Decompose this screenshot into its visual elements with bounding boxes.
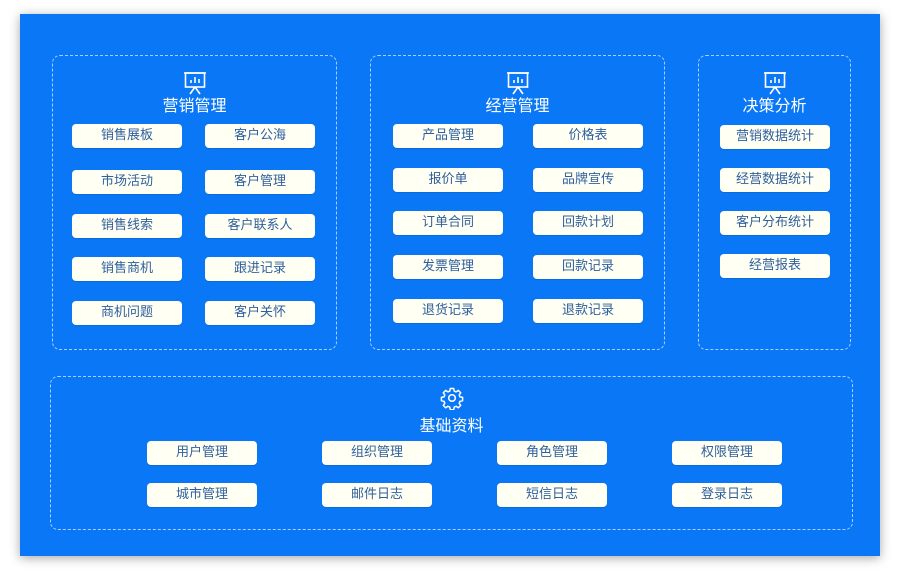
decision-panel: 决策分析 营销数据统计 经营数据统计 客户分布统计 经营报表 [698,55,851,350]
marketing-item[interactable]: 客户管理 [205,170,315,194]
operations-item[interactable]: 价格表 [533,124,643,148]
operations-item[interactable]: 回款记录 [533,255,643,279]
basics-item[interactable]: 权限管理 [672,441,782,465]
marketing-item[interactable]: 销售展板 [72,124,182,148]
presentation-chart-icon [763,71,786,95]
presentation-chart-icon [183,71,206,95]
basics-item[interactable]: 邮件日志 [322,483,432,507]
operations-item[interactable]: 品牌宣传 [533,168,643,192]
marketing-title: 营销管理 [162,96,227,115]
operations-item[interactable]: 产品管理 [393,124,503,148]
basics-item[interactable]: 角色管理 [497,441,607,465]
marketing-item[interactable]: 销售商机 [72,257,182,281]
basics-item[interactable]: 用户管理 [147,441,257,465]
basics-panel: 基础资料 用户管理 组织管理 角色管理 权限管理 城市管理 邮件日志 短信日志 … [50,376,853,530]
basics-item[interactable]: 登录日志 [672,483,782,507]
operations-item[interactable]: 回款计划 [533,211,643,235]
basics-item[interactable]: 短信日志 [497,483,607,507]
operations-title: 经营管理 [485,96,550,115]
operations-item[interactable]: 发票管理 [393,255,503,279]
decision-item[interactable]: 客户分布统计 [720,211,830,235]
marketing-panel: 营销管理 销售展板 客户公海 市场活动 客户管理 销售线索 客户联系人 销售商机… [52,55,337,350]
decision-item[interactable]: 经营报表 [720,254,830,278]
marketing-item[interactable]: 商机问题 [72,301,182,325]
decision-item[interactable]: 经营数据统计 [720,168,830,192]
operations-item[interactable]: 退款记录 [533,299,643,323]
marketing-item[interactable]: 客户联系人 [205,214,315,238]
operations-item[interactable]: 报价单 [393,168,503,192]
marketing-item[interactable]: 客户公海 [205,124,315,148]
marketing-item[interactable]: 销售线索 [72,214,182,238]
operations-item[interactable]: 退货记录 [393,299,503,323]
operations-panel: 经营管理 产品管理 价格表 报价单 品牌宣传 订单合同 回款计划 发票管理 回款… [370,55,665,350]
decision-title: 决策分析 [742,96,807,115]
basics-title: 基础资料 [419,416,484,435]
marketing-item[interactable]: 客户关怀 [205,301,315,325]
presentation-chart-icon [506,71,529,95]
operations-item[interactable]: 订单合同 [393,211,503,235]
marketing-item[interactable]: 市场活动 [72,170,182,194]
marketing-item[interactable]: 跟进记录 [205,257,315,281]
gear-icon [440,386,464,411]
decision-item[interactable]: 营销数据统计 [720,125,830,149]
architecture-diagram: 营销管理 销售展板 客户公海 市场活动 客户管理 销售线索 客户联系人 销售商机… [20,14,880,556]
basics-item[interactable]: 组织管理 [322,441,432,465]
basics-item[interactable]: 城市管理 [147,483,257,507]
